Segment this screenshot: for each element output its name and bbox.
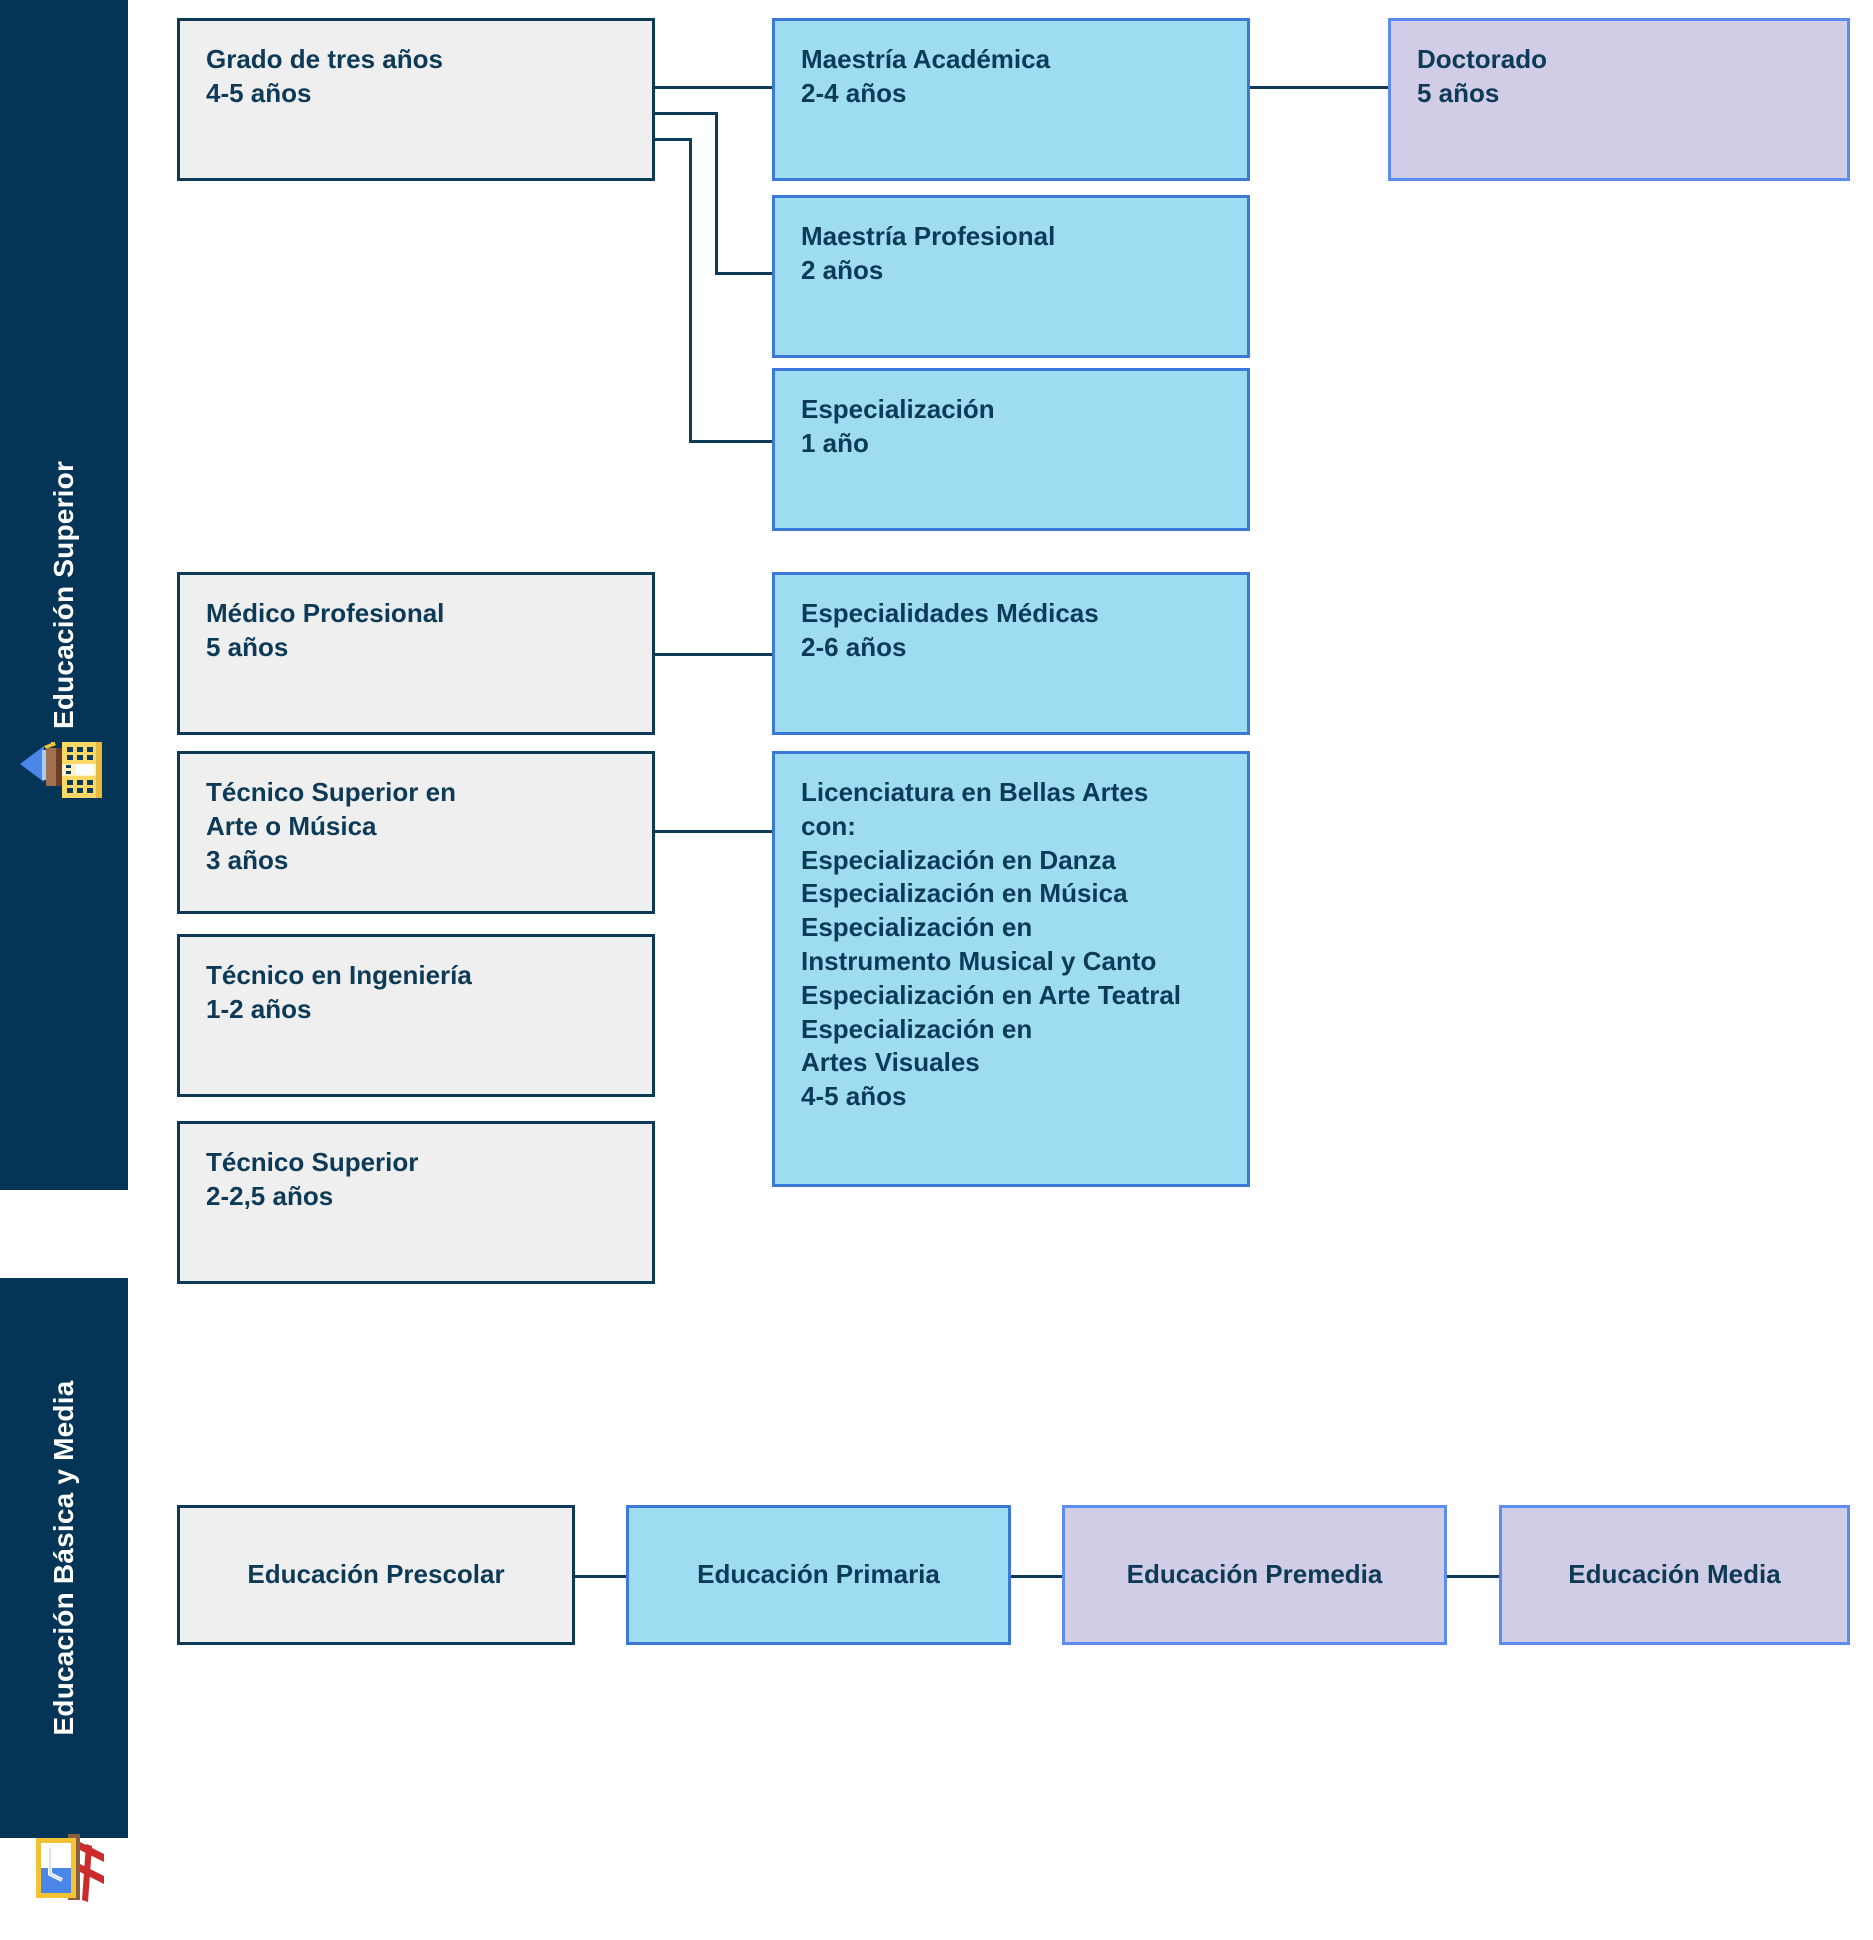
node-label: Educación Prescolar (247, 1559, 505, 1590)
connector-medico-to-especialidades (654, 653, 774, 656)
connector-to-maestria-profesional (715, 272, 774, 275)
node-specialization: Especialización en Instrumento Musical y… (801, 912, 1157, 976)
node-specialization: Especialización en Artes Visuales (801, 1013, 1033, 1078)
node-duration: 1-2 años (206, 993, 312, 1024)
connector-grado-stub-2 (654, 112, 718, 115)
node-maestria-academica[interactable]: Maestría Académica 2-4 años (772, 18, 1250, 181)
node-title: Técnico en Ingeniería (206, 960, 472, 990)
node-duration: 5 años (206, 631, 289, 662)
node-label: Educación Premedia (1126, 1559, 1383, 1590)
node-title: Grado de tres años (206, 44, 443, 74)
connector-primaria-to-premedia (1010, 1575, 1062, 1578)
node-especializacion[interactable]: Especialización 1 año (772, 368, 1250, 531)
node-duration: 2 años (801, 254, 884, 285)
sidebar-band-educacion-superior: Educación Superior (0, 0, 128, 1190)
node-medico-profesional[interactable]: Médico Profesional 5 años (177, 572, 655, 735)
connector-maestria-to-doctorado (1248, 86, 1388, 89)
connector-grado-to-maestria-academica (654, 86, 774, 89)
node-title: Doctorado (1417, 44, 1547, 74)
node-grado-de-tres-anos[interactable]: Grado de tres años 4-5 años (177, 18, 655, 181)
node-specialization: Especialización en Música (801, 878, 1128, 909)
node-specialization: Especialización en Arte Teatral (801, 979, 1182, 1010)
node-duration: 5 años (1417, 77, 1500, 108)
node-duration: 2-2,5 años (206, 1180, 334, 1211)
node-educacion-primaria[interactable]: Educación Primaria (626, 1505, 1011, 1645)
node-educacion-prescolar[interactable]: Educación Prescolar (177, 1505, 575, 1645)
sidebar-band-label-basica: Educación Básica y Media (48, 1380, 79, 1736)
node-especialidades-medicas[interactable]: Especialidades Médicas 2-6 años (772, 572, 1250, 735)
node-title: Técnico Superior (206, 1147, 419, 1177)
node-label: Educación Primaria (697, 1559, 940, 1590)
connector-grado-drop-3 (689, 138, 692, 443)
node-title: Médico Profesional (206, 598, 445, 628)
node-title: Especialidades Médicas (801, 598, 1099, 628)
node-duration: 2-4 años (801, 77, 907, 108)
node-title: Licenciatura en Bellas Artes con: (801, 777, 1149, 841)
connector-premedia-to-media (1447, 1575, 1499, 1578)
node-duration: 3 años (206, 844, 289, 875)
node-specialization: Especialización en Danza (801, 844, 1117, 875)
node-duration: 4-5 años (206, 77, 312, 108)
node-tecnico-en-ingenieria[interactable]: Técnico en Ingeniería 1-2 años (177, 934, 655, 1097)
node-doctorado[interactable]: Doctorado 5 años (1388, 18, 1850, 181)
node-licenciatura-bellas-artes[interactable]: Licenciatura en Bellas Artes con: Especi… (772, 751, 1250, 1187)
node-duration: 4-5 años (801, 1081, 907, 1112)
node-maestria-profesional[interactable]: Maestría Profesional 2 años (772, 195, 1250, 358)
node-duration: 1 año (801, 427, 869, 458)
node-educacion-premedia[interactable]: Educación Premedia (1062, 1505, 1447, 1645)
node-title: Especialización (801, 394, 995, 424)
node-tecnico-superior-arte-o-musica[interactable]: Técnico Superior en Arte o Música 3 años (177, 751, 655, 914)
node-title: Maestría Profesional (801, 221, 1056, 251)
sidebar-band-label-superior: Educación Superior (48, 460, 79, 730)
connector-grado-stub-3 (654, 138, 692, 141)
node-duration: 2-6 años (801, 631, 907, 662)
connector-tecnico-arte-to-licenciatura (654, 830, 774, 833)
connector-grado-drop-2 (715, 112, 718, 275)
connector-prescolar-to-primaria (574, 1575, 626, 1578)
connector-to-especializacion (689, 440, 774, 443)
school-blackboard-icon: * (14, 1818, 114, 1914)
svg-text:*: * (56, 1851, 62, 1867)
node-title: Maestría Académica (801, 44, 1051, 74)
node-title: Técnico Superior en Arte o Música (206, 777, 456, 841)
university-icon (14, 720, 114, 816)
node-label: Educación Media (1568, 1559, 1781, 1590)
node-educacion-media[interactable]: Educación Media (1499, 1505, 1850, 1645)
sidebar-band-educacion-basica-y-media: Educación Básica y Media (0, 1278, 128, 1838)
node-tecnico-superior[interactable]: Técnico Superior 2-2,5 años (177, 1121, 655, 1284)
